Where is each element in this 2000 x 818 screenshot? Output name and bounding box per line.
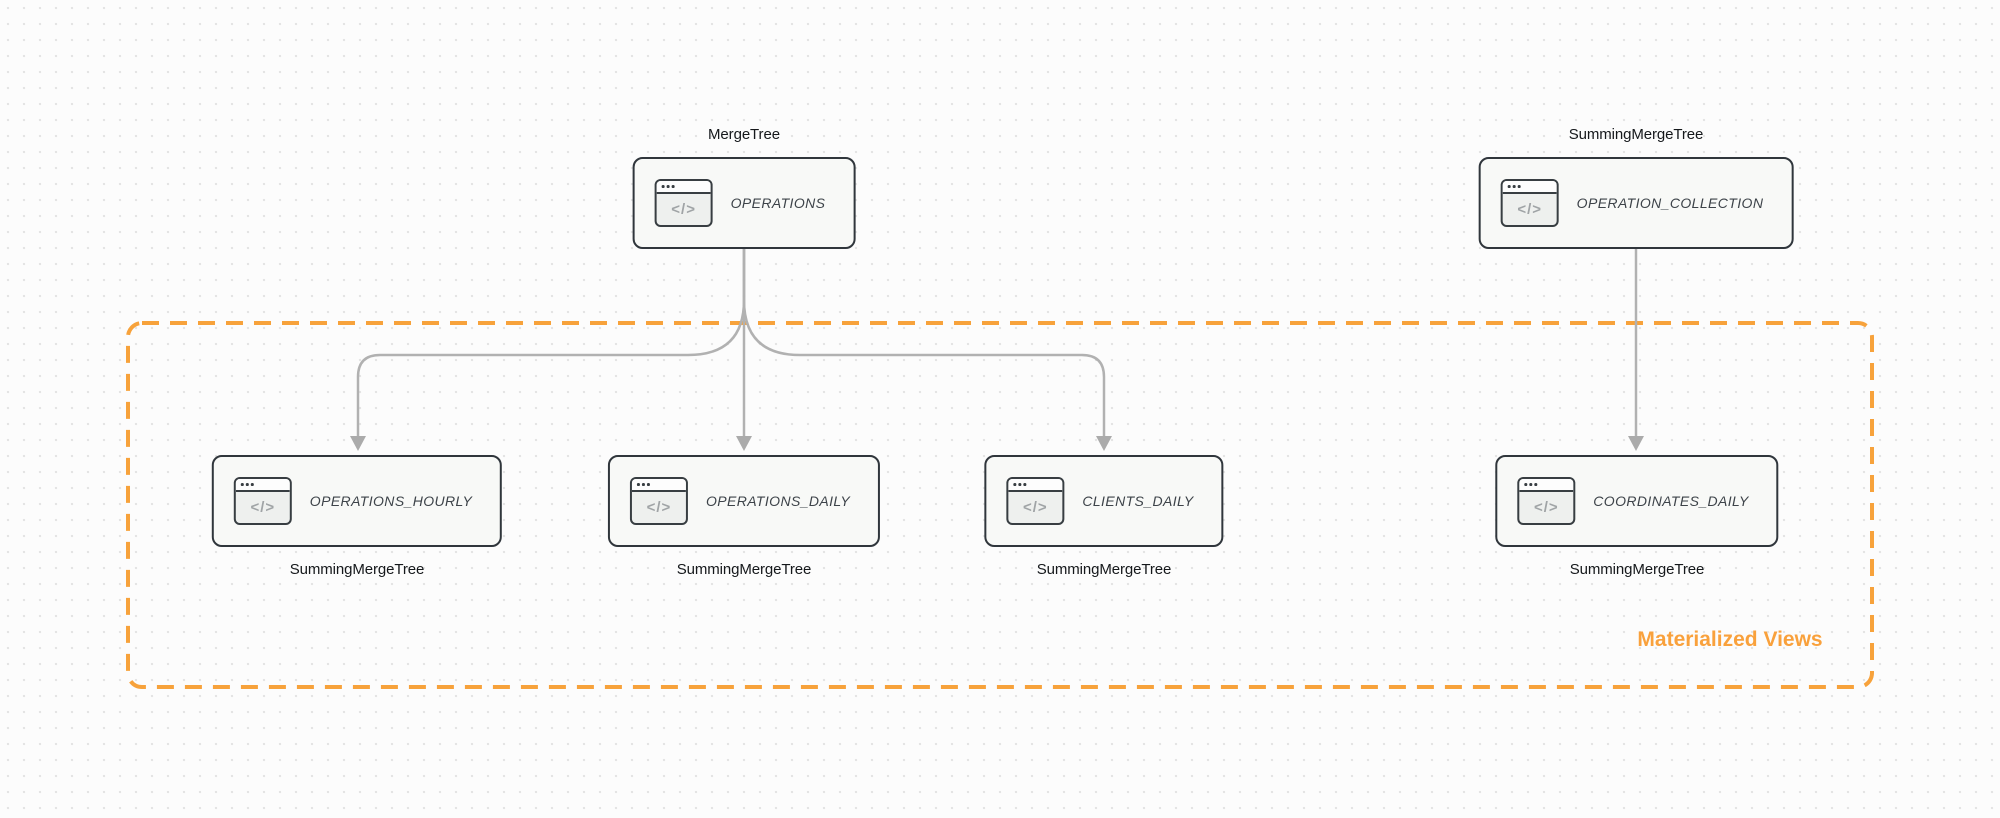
engine-label: SummingMergeTree [1568, 126, 1704, 143]
code-glyph: </> [1517, 201, 1543, 218]
window-dot-icon [1524, 483, 1527, 486]
code-glyph: </> [646, 499, 672, 516]
window-dot-icon [1507, 185, 1511, 188]
window-dot-icon [245, 483, 249, 486]
engine-label: MergeTree [708, 126, 780, 143]
node-box: </> OPERATIONS [632, 157, 856, 249]
node-operation-collection[interactable]: SummingMergeTree </> OPERATION_COLLECTIO… [1478, 126, 1794, 249]
node-box: </> OPERATION_COLLECTION [1478, 157, 1794, 249]
node-operations-daily[interactable]: </> OPERATIONS_DAILY SummingMergeTree [607, 455, 881, 579]
node-box: </> OPERATIONS_HOURLY [211, 455, 503, 547]
edge-arrowhead-icon [350, 436, 366, 451]
window-dot-icon [642, 483, 645, 486]
window-dot-icon [1512, 185, 1516, 188]
node-box: </> COORDINATES_DAILY [1495, 455, 1779, 547]
window-dot-icon [250, 483, 254, 486]
code-window-icon: </> [1517, 477, 1576, 525]
engine-label: SummingMergeTree [1569, 561, 1705, 578]
materialized-views-label: Materialized Views [1637, 628, 1823, 651]
code-window-icon: </> [233, 477, 292, 525]
table-name: OPERATIONS_HOURLY [309, 493, 473, 509]
node-clients-daily[interactable]: </> CLIENTS_DAILY SummingMergeTree [984, 455, 1224, 579]
code-glyph: </> [1023, 499, 1048, 516]
window-dot-icon [240, 483, 244, 486]
window-titlebar [1008, 479, 1063, 492]
node-operations-hourly[interactable]: </> OPERATIONS_HOURLY SummingMergeTree [211, 455, 503, 579]
engine-label: SummingMergeTree [676, 561, 812, 578]
window-dot-icon [1517, 185, 1521, 188]
window-dot-icon [1023, 483, 1027, 486]
code-window-icon: </> [654, 179, 713, 227]
window-titlebar [656, 181, 711, 194]
edge-arrowhead-icon [736, 436, 752, 451]
node-operations[interactable]: MergeTree </> OPERATIONS [632, 126, 856, 249]
window-titlebar [631, 479, 686, 492]
table-name: OPERATION_COLLECTION [1576, 195, 1764, 211]
window-dot-icon [636, 483, 640, 486]
edge-operations-to-operations-hourly [356, 247, 746, 440]
code-window-icon: </> [1006, 477, 1065, 525]
window-dot-icon [666, 185, 670, 188]
engine-label: SummingMergeTree [289, 561, 425, 578]
window-dot-icon [671, 185, 675, 188]
table-name: COORDINATES_DAILY [1593, 493, 1749, 509]
engine-label: SummingMergeTree [1036, 561, 1172, 578]
table-name: OPERATIONS_DAILY [705, 493, 851, 509]
edge-operations-to-clients-daily [742, 247, 1106, 440]
code-glyph: </> [671, 201, 696, 218]
window-dot-icon [1534, 483, 1538, 486]
node-coordinates-daily[interactable]: </> COORDINATES_DAILY SummingMergeTree [1495, 455, 1779, 579]
window-dot-icon [1013, 483, 1016, 486]
table-name: CLIENTS_DAILY [1082, 493, 1194, 509]
materialized-views-frame [126, 321, 1874, 689]
code-window-icon: </> [629, 477, 688, 525]
node-box: </> CLIENTS_DAILY [984, 455, 1224, 547]
edge-arrowhead-icon [1628, 436, 1644, 451]
table-name: OPERATIONS [730, 195, 826, 211]
edge-arrowhead-icon [1096, 436, 1112, 451]
window-dot-icon [661, 185, 665, 188]
window-dot-icon [1529, 483, 1532, 486]
window-dot-icon [647, 483, 650, 486]
window-dot-icon [1018, 483, 1022, 486]
node-box: </> OPERATIONS_DAILY [607, 455, 881, 547]
window-titlebar [1519, 479, 1574, 492]
code-glyph: </> [250, 499, 276, 516]
code-window-icon: </> [1500, 179, 1559, 227]
code-glyph: </> [1533, 499, 1559, 516]
window-titlebar [1502, 181, 1557, 194]
window-titlebar [235, 479, 290, 492]
